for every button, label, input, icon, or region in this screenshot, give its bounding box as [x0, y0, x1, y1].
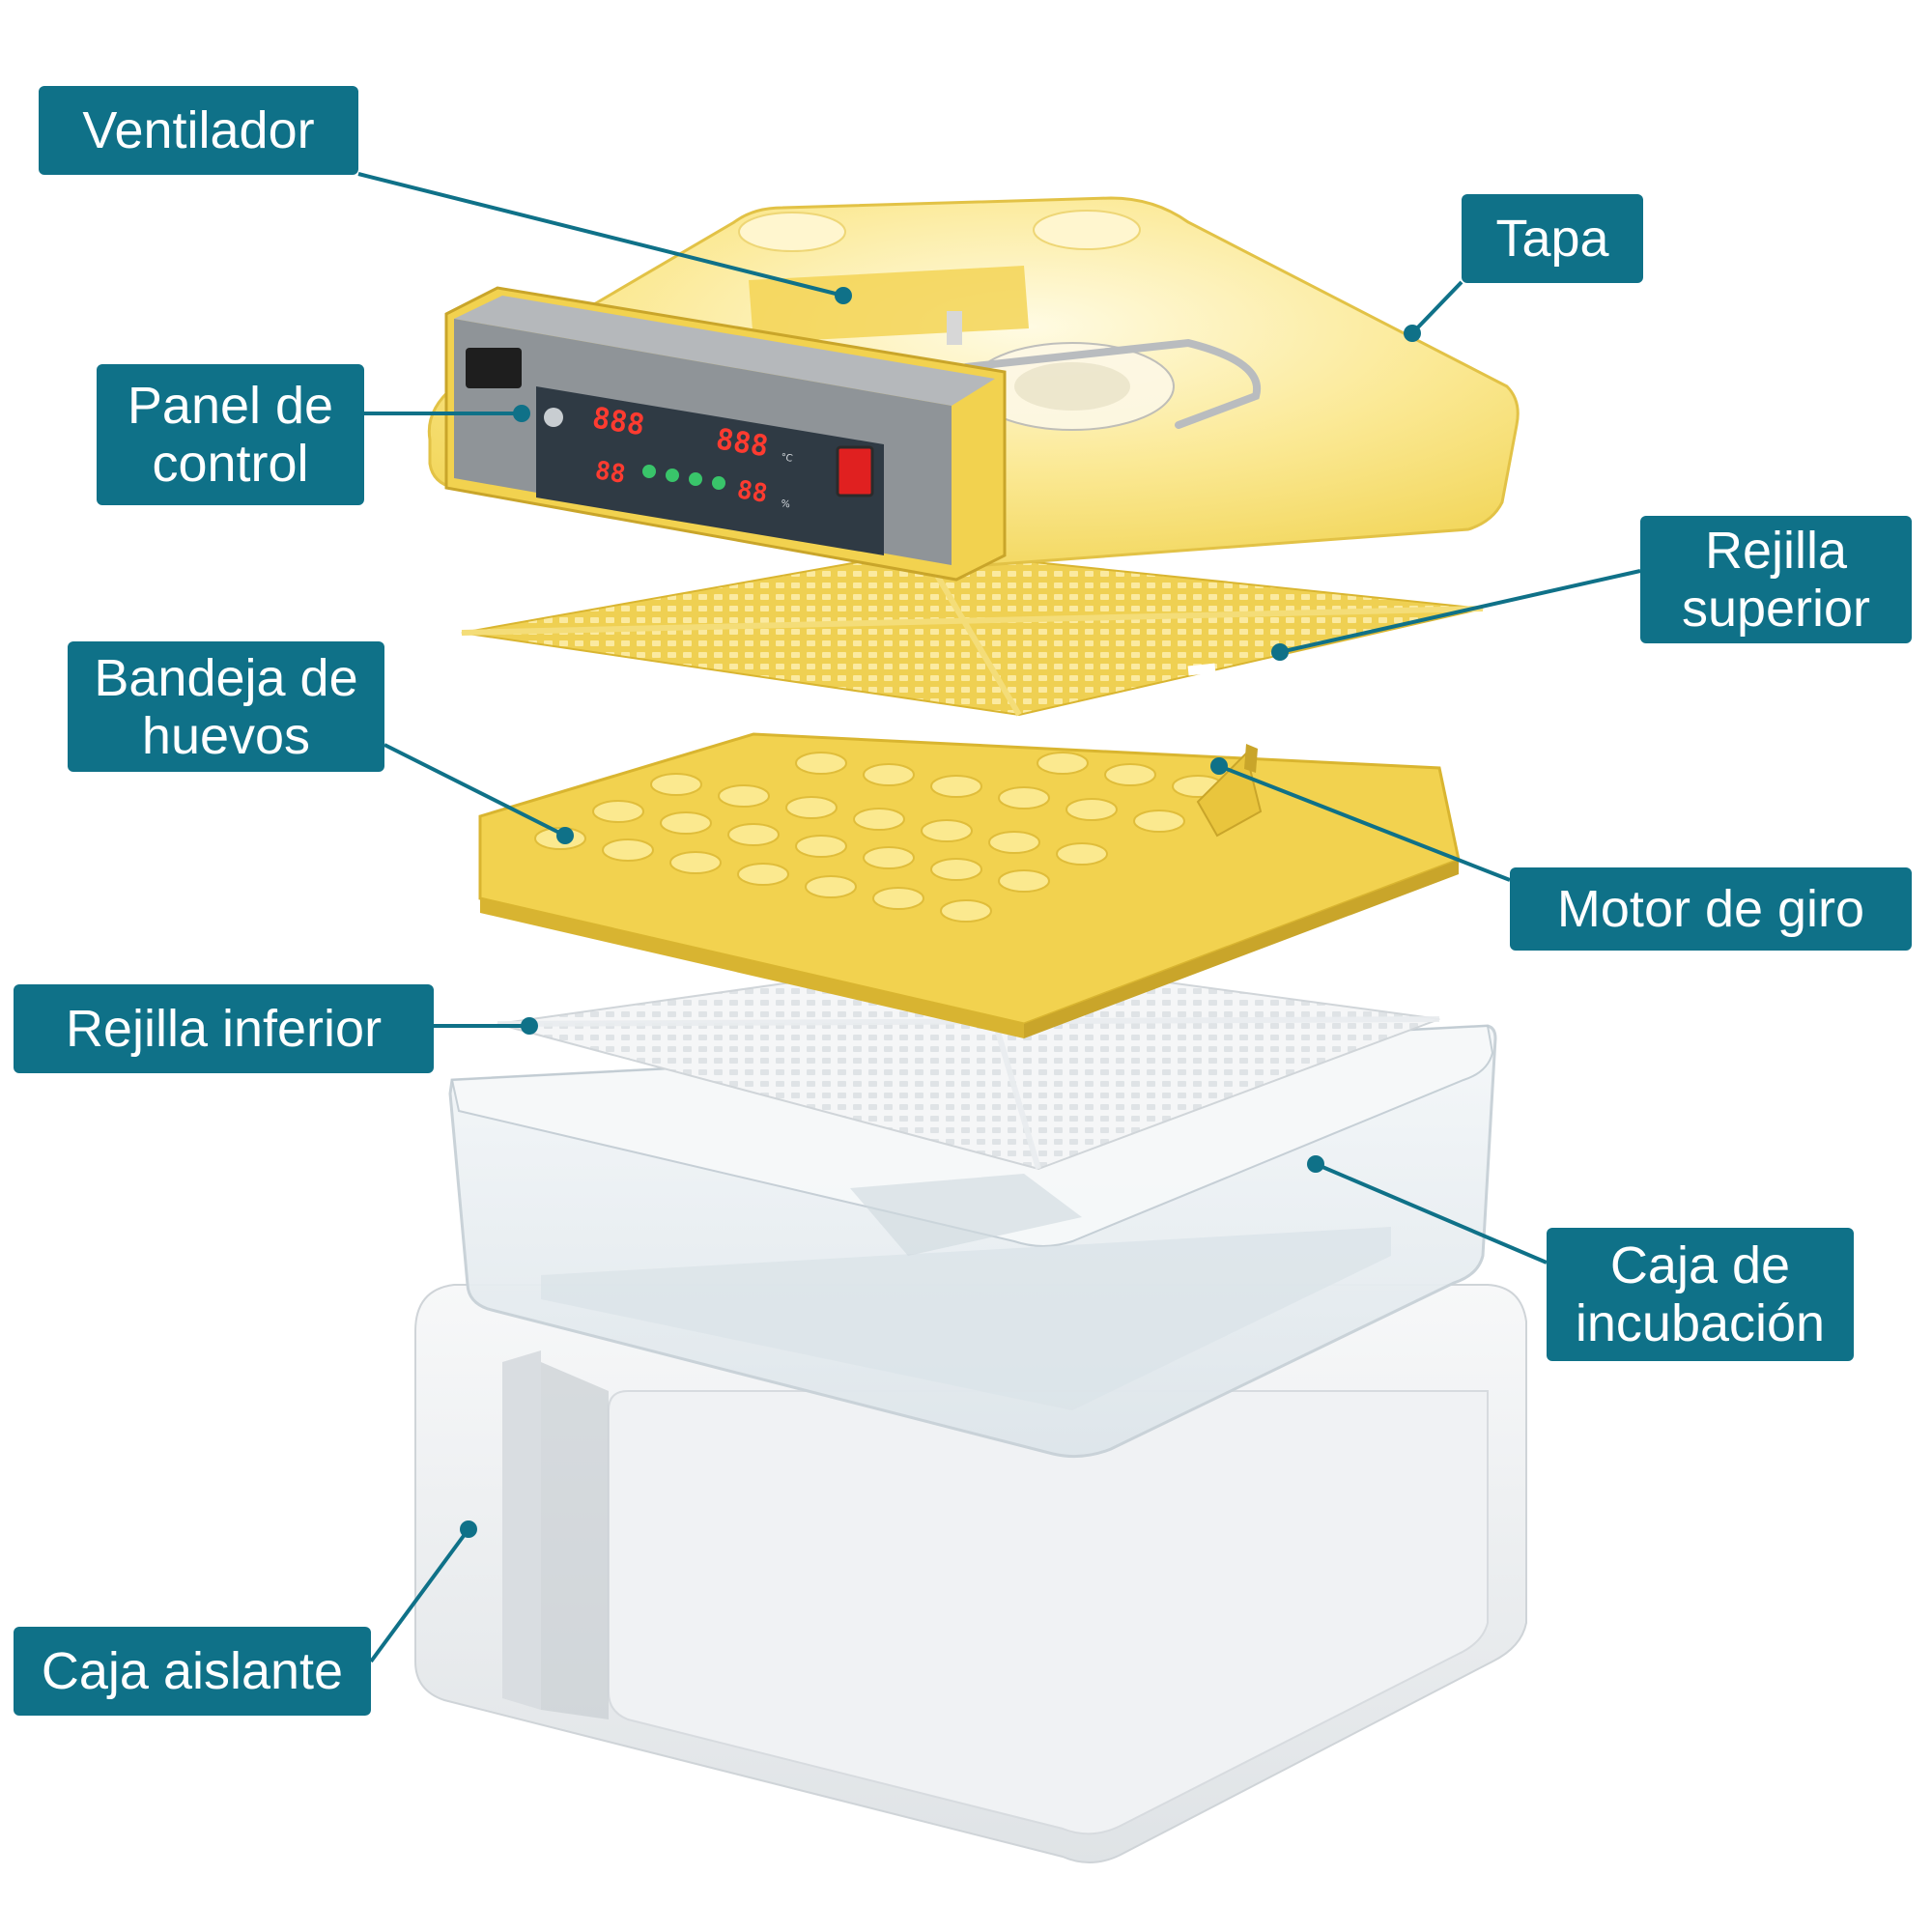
panel-button — [689, 472, 702, 486]
egg-tray — [478, 732, 1461, 1038]
leader-bandeja — [384, 743, 566, 838]
label-caja-aislante-text: Caja aislante — [41, 1642, 344, 1700]
label-rejilla-superior-text: Rejilla superior — [1681, 522, 1871, 638]
leader-dots — [460, 287, 1421, 1538]
leader-caja-aislante — [369, 1527, 470, 1663]
leader-dot — [556, 827, 574, 844]
leader-tapa — [1410, 280, 1463, 335]
leader-dot — [1210, 757, 1228, 775]
display-small-left: 88 — [593, 456, 628, 490]
label-rejilla-inferior: Rejilla inferior — [14, 984, 434, 1073]
insulating-box — [414, 1284, 1527, 1864]
label-rejilla-inferior-text: Rejilla inferior — [65, 1000, 383, 1058]
power-socket-icon — [466, 348, 522, 388]
label-motor-de-giro-text: Motor de giro — [1556, 880, 1865, 938]
leader-dot — [460, 1520, 477, 1538]
control-panel — [444, 286, 1007, 582]
leader-dot — [1404, 325, 1421, 342]
panel-button — [666, 469, 679, 482]
leader-motor — [1218, 764, 1511, 882]
leader-dot — [1271, 643, 1289, 661]
leader-dot — [521, 1017, 538, 1035]
power-switch — [836, 445, 874, 497]
leader-ventilador — [357, 172, 844, 298]
unit-temp: °C — [781, 452, 794, 465]
leader-rejilla-superior — [1279, 569, 1641, 654]
label-rejilla-superior: Rejilla superior — [1640, 516, 1912, 643]
label-motor-de-giro: Motor de giro — [1510, 867, 1912, 951]
label-caja-de-incubacion: Caja de incubación — [1547, 1228, 1854, 1361]
panel-button — [642, 465, 656, 478]
label-caja-de-incubacion-text: Caja de incubación — [1575, 1236, 1826, 1352]
label-caja-aislante: Caja aislante — [14, 1627, 371, 1716]
label-tapa-text: Tapa — [1495, 210, 1609, 268]
label-panel-de-control-text: Panel de control — [127, 377, 334, 493]
fan — [947, 311, 1262, 431]
leader-dot — [1307, 1155, 1324, 1173]
unit-humidity: % — [781, 498, 791, 510]
label-panel-de-control: Panel de control — [97, 364, 364, 505]
display-main: 888 — [590, 401, 647, 442]
label-tapa: Tapa — [1462, 194, 1643, 283]
panel-buttons — [642, 465, 725, 490]
label-ventilador-text: Ventilador — [82, 101, 315, 159]
leader-dot — [835, 287, 852, 304]
leader-dot — [513, 405, 530, 422]
panel-button — [712, 476, 725, 490]
display-temp: 888 — [714, 422, 771, 464]
leader-caja-incubacion — [1315, 1162, 1548, 1264]
upper-grid — [461, 549, 1484, 717]
label-bandeja-de-huevos: Bandeja de huevos — [68, 641, 384, 772]
label-bandeja-de-huevos-text: Bandeja de huevos — [94, 648, 358, 765]
display-small-right: 88 — [735, 475, 770, 509]
label-ventilador: Ventilador — [39, 86, 358, 175]
leader-lines — [357, 172, 1641, 1663]
